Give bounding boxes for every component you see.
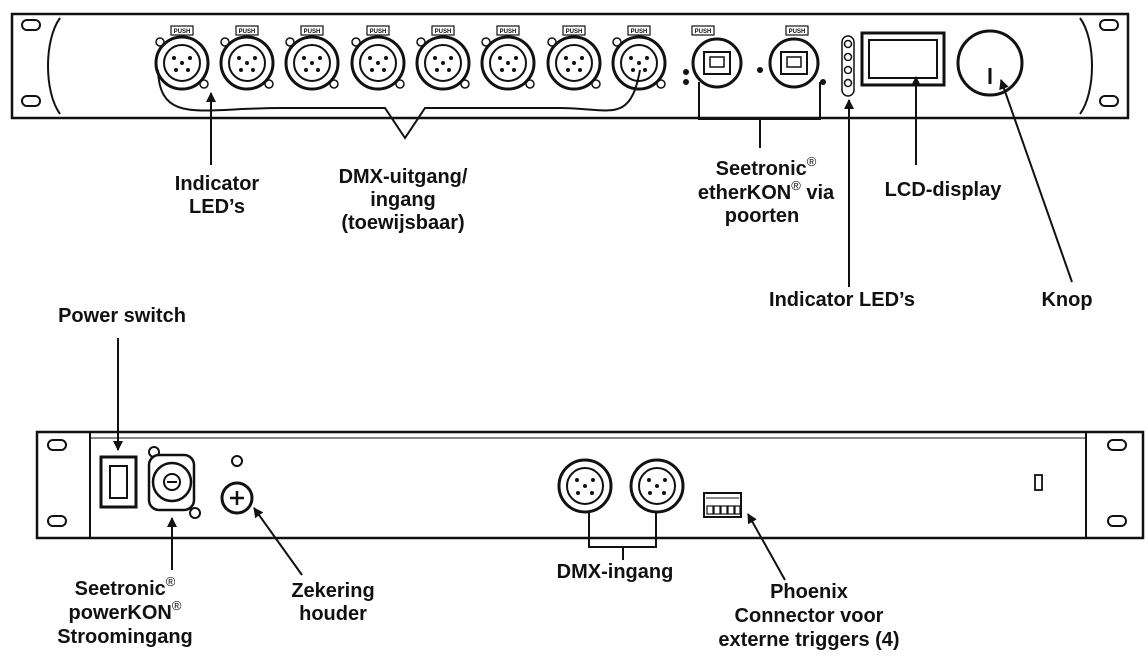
dmx-output-label-line2: ingang [370, 189, 436, 211]
push-tab-label: PUSH [370, 29, 387, 35]
front-right-mount-hole-bottom [1099, 95, 1119, 107]
screw [683, 69, 689, 75]
push-tab-label: PUSH [789, 29, 806, 35]
dmx-xlr-connector-5: PUSH [415, 25, 471, 91]
push-tab-label: PUSH [239, 29, 256, 35]
fuse-holder [220, 455, 254, 515]
screw [820, 79, 826, 85]
screw [683, 79, 689, 85]
rear-left-mount-hole-bottom [47, 515, 67, 527]
rear-right-mount-hole-bottom [1107, 515, 1127, 527]
phoenix-label-line3: externe triggers (4) [718, 629, 899, 651]
dmx-input-label: DMX-ingang [557, 561, 674, 583]
front-annotation-lines [157, 69, 1073, 287]
power-switch-label: Power switch [58, 305, 186, 327]
etherkon-label-line2: etherKON® via [698, 178, 835, 204]
powerkon-inlet [147, 446, 201, 519]
etherkon-label-line1: Seetronic® [716, 154, 817, 180]
status-led-column [841, 35, 855, 97]
dmx-xlr-connector-3: PUSH [284, 25, 340, 91]
front-right-ear-curve [1079, 17, 1093, 115]
indicator-leds-right-label: Indicator LED’s [769, 289, 915, 311]
etherkon-label-line3: poorten [725, 205, 799, 227]
front-left-mount-hole-bottom [21, 95, 41, 107]
dmx-xlr-connector-1: PUSH [154, 25, 210, 91]
rear-dmx-input-2 [629, 458, 685, 514]
dmx-xlr-connector-6: PUSH [480, 25, 536, 91]
lcd-display [860, 31, 946, 87]
fuse-holder-label-line2: houder [299, 603, 367, 625]
rear-annotation-lines [113, 338, 786, 581]
push-tab-label: PUSH [435, 29, 452, 35]
powerkon-label-line2: powerKON® [69, 598, 182, 624]
control-knob [956, 29, 1024, 97]
dmx-xlr-connector-7: PUSH [546, 25, 602, 91]
dmx-xlr-connector-8: PUSH [611, 25, 667, 91]
fuse-holder-label-line1: Zekering [291, 580, 374, 602]
dmx-xlr-connector-2: PUSH [219, 25, 275, 91]
phoenix-label-line2: Connector voor [735, 605, 884, 627]
front-panel: PUSH PUSH PUSH PUSH PUSH PUSH PUSH PUSH PUSH PU… [10, 12, 1130, 120]
phoenix-connector [703, 492, 742, 518]
indicator-leds-left-label-line2: LED’s [189, 196, 245, 218]
etherkon-port-1: PUSH [691, 25, 743, 89]
push-tab-label: PUSH [174, 29, 191, 35]
knob-label: Knop [1041, 289, 1092, 311]
dmx-output-label-line3: (toewijsbaar) [341, 212, 464, 234]
screw [757, 67, 763, 73]
phoenix-label-line1: Phoenix [770, 581, 848, 603]
dmx-xlr-connectors: PUSH PUSH PUSH PUSH PUSH PUSH PUSH PUSH [154, 25, 667, 91]
rear-right-mount-hole-top [1107, 439, 1127, 451]
etherkon-port-2: PUSH [768, 25, 820, 89]
dmx-xlr-connector-4: PUSH [350, 25, 406, 91]
power-switch [99, 455, 138, 509]
push-tab-label: PUSH [304, 29, 321, 35]
push-tab-label: PUSH [631, 29, 648, 35]
front-right-mount-hole-top [1099, 19, 1119, 31]
powerkon-label-line3: Stroomingang [57, 626, 193, 648]
push-tab-label: PUSH [695, 29, 712, 35]
dmx-output-label-line1: DMX-uitgang/ [339, 166, 468, 188]
lcd-display-label: LCD-display [885, 179, 1003, 201]
front-left-mount-hole-top [21, 19, 41, 31]
front-left-ear-curve [47, 17, 61, 115]
push-tab-label: PUSH [566, 29, 583, 35]
rear-dmx-input-1 [557, 458, 613, 514]
powerkon-label-line1: Seetronic® [75, 574, 176, 600]
rear-small-slot [1034, 474, 1043, 491]
push-tab-label: PUSH [500, 29, 517, 35]
indicator-leds-left-label-line1: Indicator [175, 173, 260, 195]
rear-left-mount-hole-top [47, 439, 67, 451]
